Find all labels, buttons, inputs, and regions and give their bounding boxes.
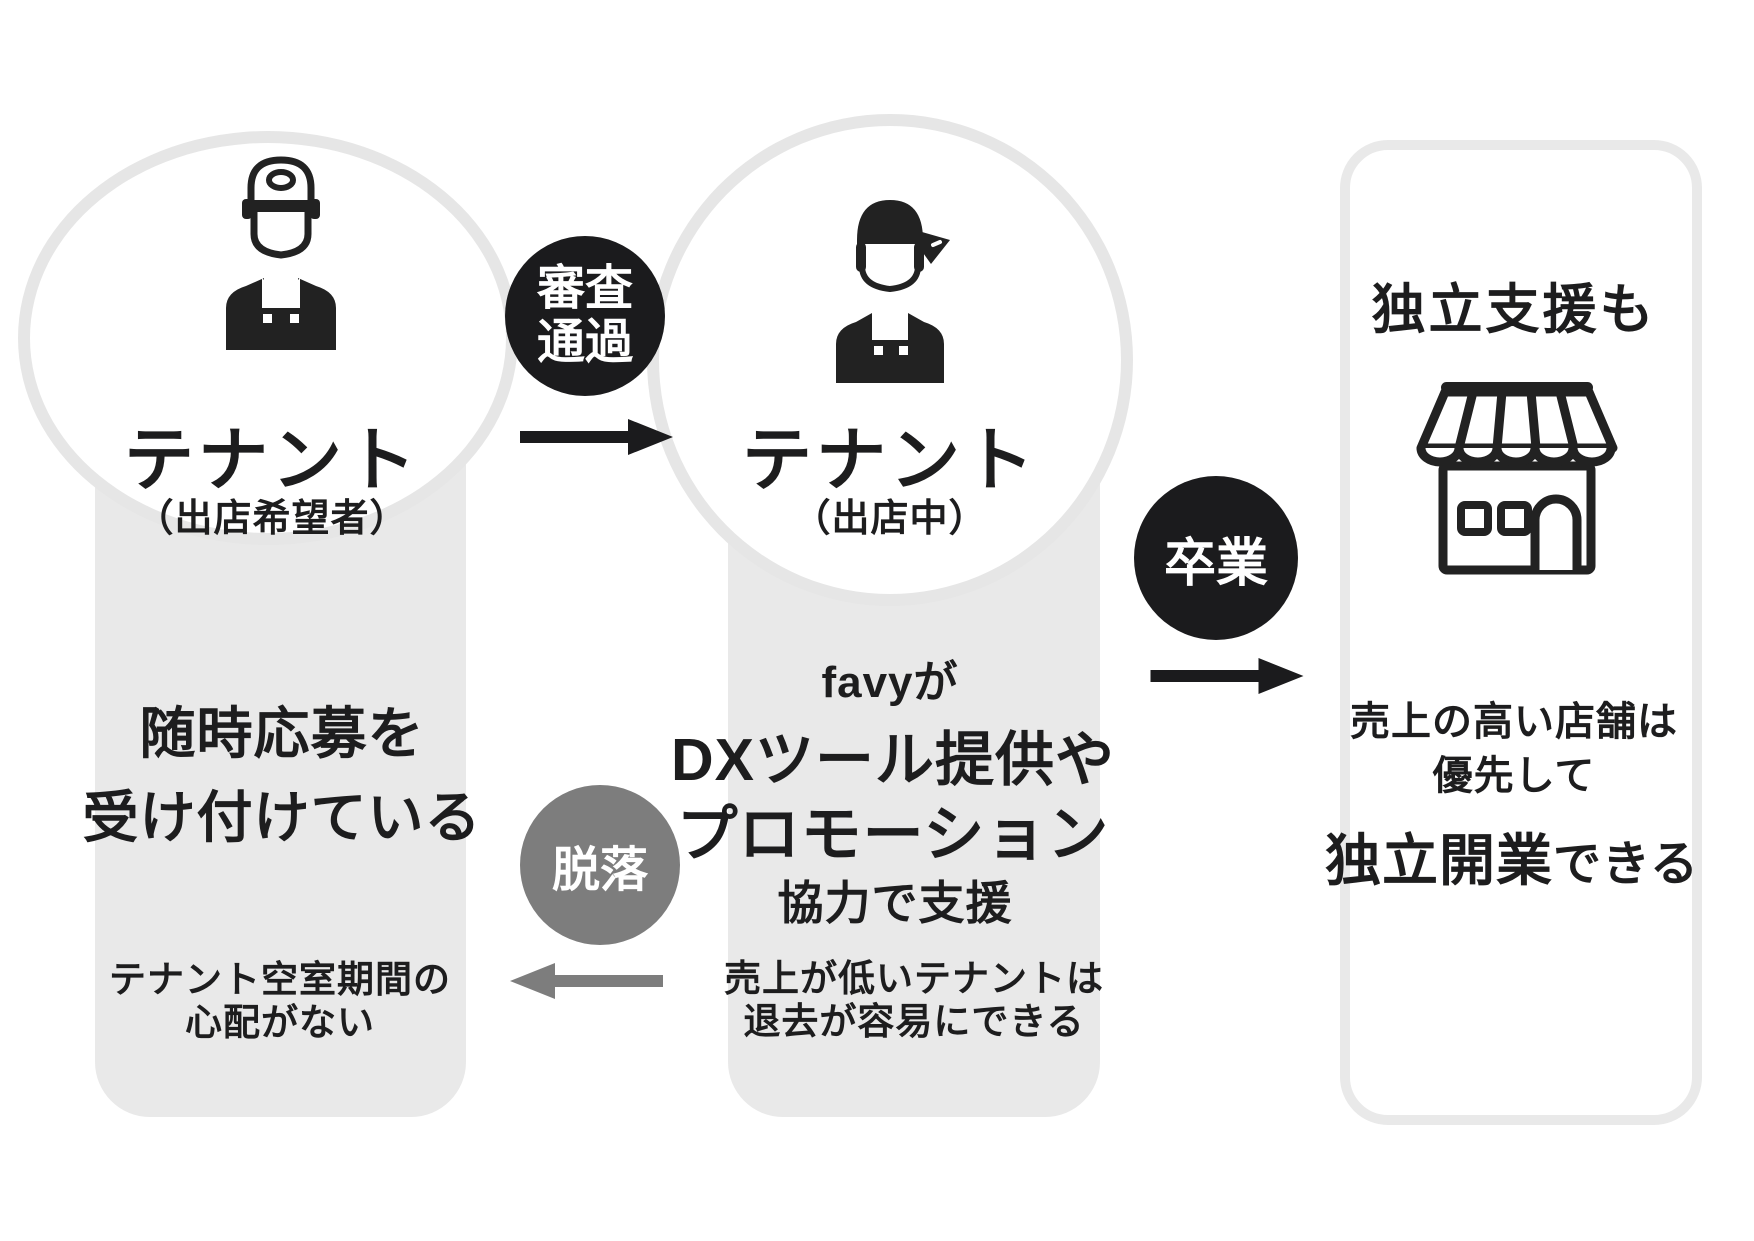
worker-cap-icon bbox=[206, 150, 356, 350]
graduation-arrow-right-icon bbox=[1148, 656, 1308, 696]
stage3-highlight-line: 独立開業できる bbox=[1325, 833, 1699, 889]
dropout-badge: 脱落 bbox=[520, 785, 680, 945]
stage2-body-line2: DXツール提供や bbox=[671, 727, 1115, 793]
stage3-caption-line2: 優先して bbox=[1432, 754, 1596, 798]
worker-bandana-icon bbox=[812, 188, 968, 383]
stage3-caption-line1: 売上の高い店舗は bbox=[1350, 700, 1678, 744]
stage2-caption-line1: 売上が低いテナントは bbox=[724, 958, 1104, 999]
stage1-caption-line2: 心配がない bbox=[185, 1002, 375, 1043]
dropout-arrow-left-icon bbox=[508, 961, 663, 1001]
pass-badge: 審査 通過 bbox=[505, 236, 665, 396]
stage1-caption-line1: テナント空室期間の bbox=[109, 959, 451, 1000]
stage2-subtitle: （出店中） bbox=[792, 498, 988, 540]
dropout-badge-label: 脱落 bbox=[551, 844, 648, 897]
stage3-panel bbox=[1340, 140, 1702, 1125]
stage2-body-line3: プロモーション bbox=[676, 800, 1110, 868]
storefront-icon bbox=[1407, 378, 1627, 578]
pass-badge-line2: 通過 bbox=[536, 316, 633, 369]
stage1-body-line1: 随時応募を bbox=[139, 702, 425, 765]
stage3-highlight-small: できる bbox=[1552, 838, 1700, 891]
graduation-badge: 卒業 bbox=[1134, 476, 1298, 640]
stage2-body-line1: favyが bbox=[821, 658, 959, 707]
stage1-body-line2: 受け付けている bbox=[82, 786, 482, 849]
stage2-name: テナント bbox=[742, 421, 1038, 499]
pass-arrow-right-icon bbox=[520, 417, 675, 457]
stage3-title: 独立支援も bbox=[1371, 280, 1657, 340]
pass-badge-line1: 審査 bbox=[536, 262, 633, 316]
graduation-badge-label: 卒業 bbox=[1163, 534, 1268, 593]
stage1-subtitle: （出店希望者） bbox=[135, 498, 409, 540]
stage3-highlight-big: 独立開業 bbox=[1324, 829, 1553, 892]
stage2-caption-line2: 退去が容易にできる bbox=[743, 1001, 1085, 1042]
stage1-name: テナント bbox=[124, 421, 420, 499]
stage2-body-line4: 協力で支援 bbox=[777, 877, 1013, 929]
